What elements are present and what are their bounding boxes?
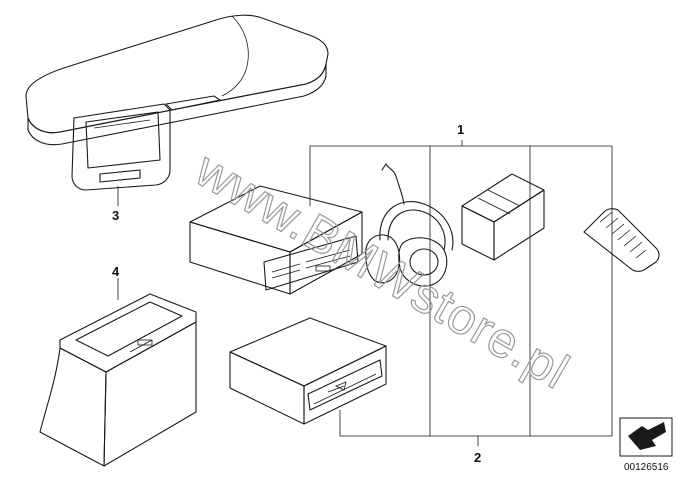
- direction-arrow-icon: [619, 417, 673, 457]
- watermark-text: www.BMWstore.pl: [186, 141, 579, 400]
- callout-3: 3: [112, 208, 119, 223]
- callout-4: 4: [112, 264, 120, 279]
- callout-2: 2: [474, 450, 481, 465]
- seat-console-part: [39, 293, 197, 467]
- roof-monitor-part: [25, 14, 329, 191]
- callout-1: 1: [457, 122, 464, 137]
- dvd-unit-lower-part: [229, 317, 387, 425]
- remote-control-part: [583, 208, 660, 272]
- leader-lines: [117, 140, 613, 446]
- image-code: 00126516: [624, 462, 669, 473]
- accessory-box-part: [461, 173, 545, 261]
- headphones-part: [365, 163, 454, 287]
- dvd-unit-upper-part: [189, 185, 363, 295]
